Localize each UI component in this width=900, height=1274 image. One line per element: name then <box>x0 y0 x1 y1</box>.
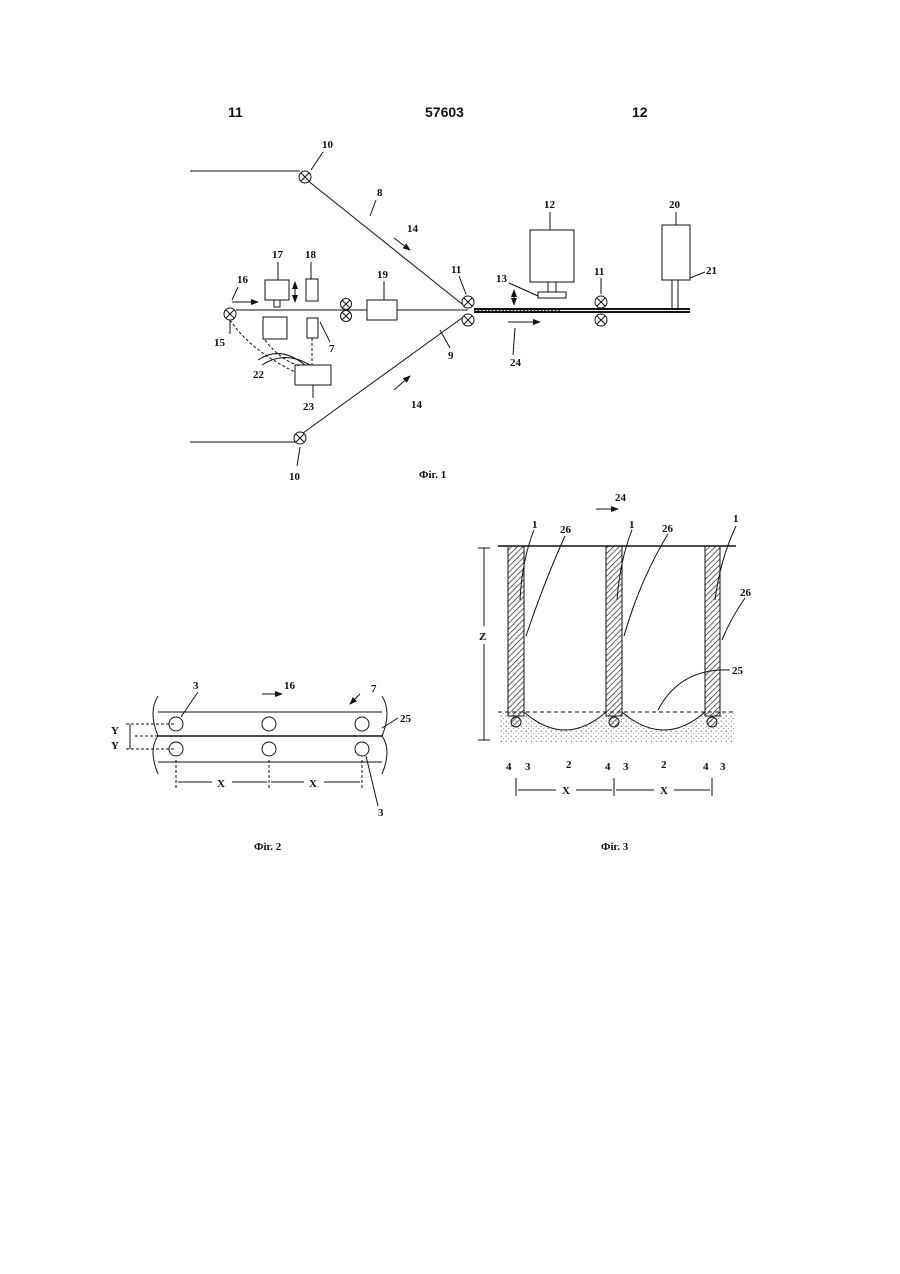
label-19: 19 <box>377 269 389 281</box>
label-1-left: 1 <box>532 519 538 531</box>
figure-3-caption: Фіг. 3 <box>601 841 629 853</box>
label-26-middle: 26 <box>662 523 674 535</box>
label-y-upper: Y <box>111 725 119 737</box>
label-4-right: 4 <box>703 761 709 773</box>
label-1-middle: 1 <box>629 519 635 531</box>
label-10-lower: 10 <box>289 471 301 483</box>
label-25: 25 <box>732 665 744 677</box>
label-12: 12 <box>544 199 556 211</box>
label-26-left: 26 <box>560 524 572 536</box>
controller-23 <box>295 365 331 385</box>
device-17 <box>265 280 289 300</box>
label-14-upper: 14 <box>407 223 419 235</box>
label-4-left: 4 <box>506 761 512 773</box>
label-3-bottom: 3 <box>378 807 384 819</box>
device-18 <box>306 279 318 301</box>
tool-13 <box>538 292 566 298</box>
label-14-lower: 14 <box>411 399 423 411</box>
label-7: 7 <box>371 683 377 695</box>
label-15: 15 <box>214 337 226 349</box>
label-x-right: X <box>660 785 668 797</box>
label-3-middle: 3 <box>623 761 629 773</box>
label-7: 7 <box>329 343 335 355</box>
figure-2 <box>126 692 398 806</box>
label-18: 18 <box>305 249 317 261</box>
label-2-left: 2 <box>566 759 572 771</box>
label-16: 16 <box>284 680 296 692</box>
joining-roller-pair-11 <box>462 296 474 326</box>
label-24: 24 <box>510 357 522 369</box>
wall-1-middle <box>606 546 622 716</box>
label-x-left: X <box>562 785 570 797</box>
device-under-18 <box>307 318 318 338</box>
figure-2-caption: Фіг. 2 <box>254 841 282 853</box>
label-y-lower: Y <box>111 740 119 752</box>
label-x-right: X <box>309 778 317 790</box>
device-19 <box>367 300 397 320</box>
label-3-top: 3 <box>193 680 199 692</box>
label-16: 16 <box>237 274 249 286</box>
figure-3 <box>478 509 745 796</box>
label-2-right: 2 <box>661 759 667 771</box>
label-17: 17 <box>272 249 284 261</box>
label-10-upper: 10 <box>322 139 334 151</box>
roller-15 <box>224 308 236 320</box>
wall-1-left <box>508 546 524 716</box>
direction-arrow-14-lower <box>394 376 410 390</box>
label-3-right: 3 <box>720 761 726 773</box>
label-21: 21 <box>706 265 717 277</box>
upper-roller-10 <box>299 171 311 183</box>
label-22: 22 <box>253 369 265 381</box>
device-under-17 <box>263 317 287 339</box>
unit-12 <box>530 230 574 282</box>
label-1-right: 1 <box>733 513 739 525</box>
lower-roller-10 <box>294 432 306 444</box>
cutter-20 <box>662 225 690 280</box>
label-26-right: 26 <box>740 587 752 599</box>
label-8: 8 <box>377 187 383 199</box>
figure-2-labels: 3 16 7 25 Y Y X X 3 Фіг. 2 <box>111 680 412 853</box>
label-4-middle: 4 <box>605 761 611 773</box>
label-23: 23 <box>303 401 315 413</box>
label-9: 9 <box>448 350 454 362</box>
direction-arrow-14-upper <box>394 238 410 250</box>
wall-1-right <box>705 546 720 716</box>
figure-1 <box>190 152 705 466</box>
label-24: 24 <box>615 492 627 504</box>
figure-1-caption: Фіг. 1 <box>419 469 446 481</box>
label-25: 25 <box>400 713 412 725</box>
label-3-left: 3 <box>525 761 531 773</box>
label-x-left: X <box>217 778 225 790</box>
label-11-left: 11 <box>451 264 461 276</box>
label-11-right: 11 <box>594 266 604 278</box>
label-13: 13 <box>496 273 508 285</box>
label-z: Z <box>479 631 486 643</box>
label-20: 20 <box>669 199 681 211</box>
